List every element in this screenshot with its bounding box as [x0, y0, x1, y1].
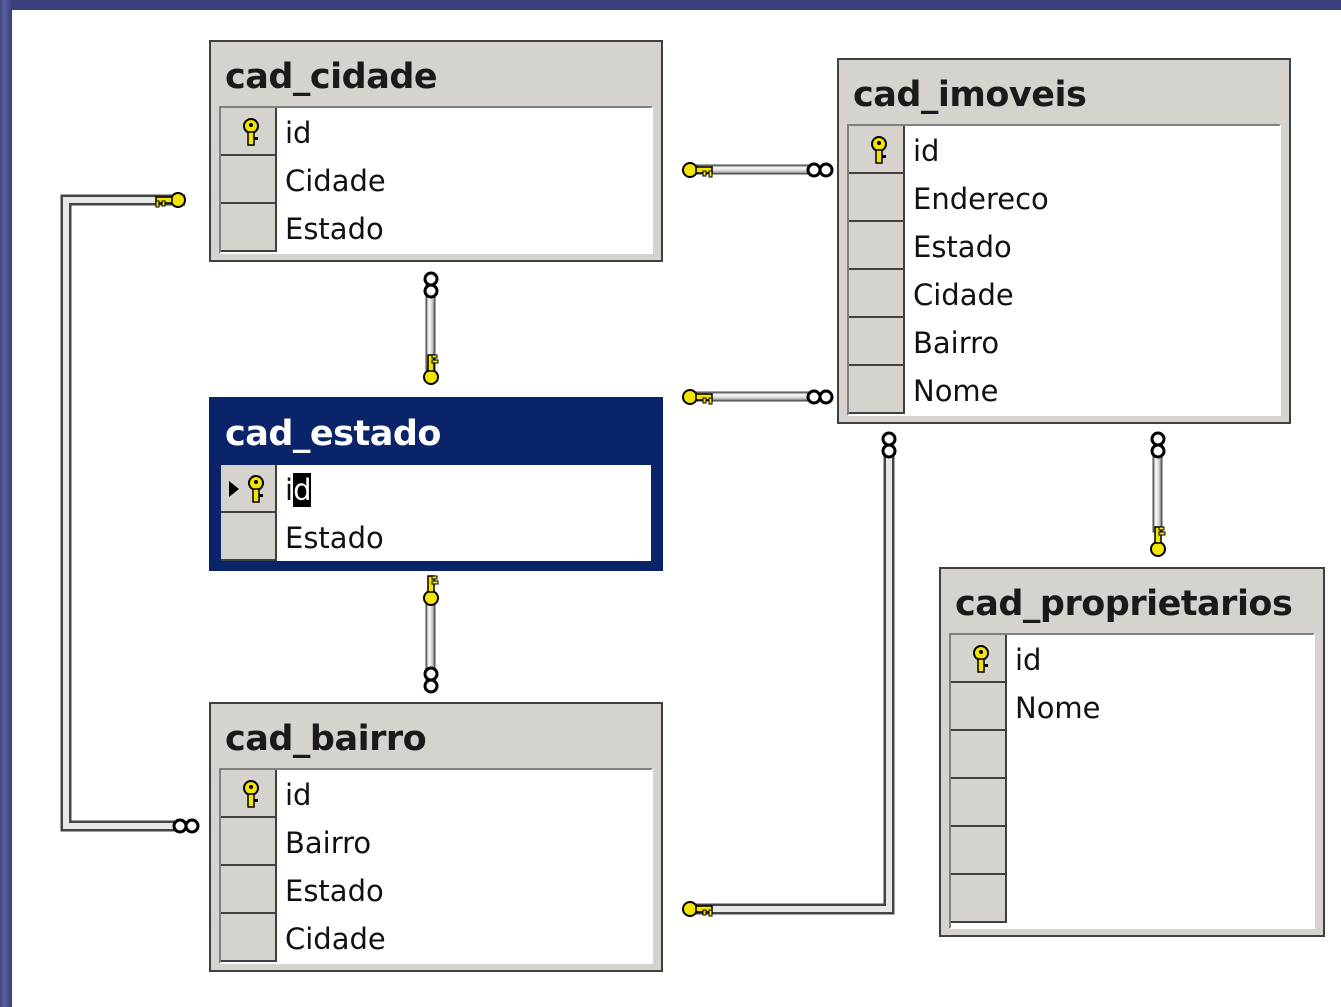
rel-cidade-imoveis[interactable] — [682, 162, 834, 178]
text-cursor: d — [293, 473, 312, 507]
field-grid: id Nome — [949, 633, 1315, 929]
field-name[interactable]: Estado — [913, 230, 1012, 264]
empty-row[interactable] — [951, 731, 1313, 779]
rel-bairro-imoveis[interactable] — [682, 431, 897, 917]
field-name[interactable]: Cidade — [285, 164, 386, 198]
rel-estado-bairro[interactable] — [423, 575, 439, 694]
field-row[interactable]: id — [221, 108, 651, 156]
field-name[interactable]: Endereco — [913, 182, 1049, 216]
primary-key-icon — [243, 780, 259, 808]
empty-row[interactable] — [951, 827, 1313, 875]
current-row-arrow-icon — [229, 481, 239, 497]
field-name-editing[interactable]: id — [285, 465, 312, 513]
rel-cidade-bairro[interactable] — [60, 192, 200, 834]
field-row[interactable]: Nome — [951, 683, 1313, 731]
empty-row[interactable] — [951, 779, 1313, 827]
field-row[interactable]: Cidade — [221, 914, 651, 962]
field-row[interactable]: Endereco — [849, 174, 1279, 222]
table-cad-cidade[interactable]: cad_cidade id Cidade Estado — [209, 40, 663, 262]
table-cad-imoveis[interactable]: cad_imoveis id Endereco Estado Cidade — [837, 58, 1291, 424]
table-title[interactable]: cad_estado — [225, 414, 441, 454]
table-title[interactable]: cad_bairro — [225, 719, 427, 759]
field-row[interactable]: Estado — [221, 866, 651, 914]
field-row[interactable]: Nome — [849, 366, 1279, 414]
field-name[interactable]: Nome — [1015, 691, 1101, 725]
field-grid: id Bairro Estado Cidade — [219, 768, 653, 964]
table-cad-bairro[interactable]: cad_bairro id Bairro Estado Cidade — [209, 702, 663, 972]
table-cad-proprietarios[interactable]: cad_proprietarios id Nome — [939, 567, 1325, 937]
rel-estado-cidade[interactable] — [423, 271, 439, 385]
field-row[interactable]: Bairro — [221, 818, 651, 866]
field-row[interactable]: id — [951, 635, 1313, 683]
field-name[interactable]: Estado — [285, 521, 384, 555]
field-grid: id Estado — [219, 463, 653, 563]
field-name[interactable]: Nome — [913, 374, 999, 408]
field-name[interactable]: id — [285, 116, 312, 150]
field-grid: id Cidade Estado — [219, 106, 653, 254]
field-name[interactable]: Estado — [285, 212, 384, 246]
field-name[interactable]: Cidade — [285, 922, 386, 956]
field-name[interactable]: Bairro — [913, 326, 1000, 360]
field-row[interactable]: Bairro — [849, 318, 1279, 366]
primary-key-icon — [243, 118, 259, 146]
field-name[interactable]: id — [285, 778, 312, 812]
field-name[interactable]: Cidade — [913, 278, 1014, 312]
field-row[interactable]: Cidade — [849, 270, 1279, 318]
rel-proprietarios-imoveis[interactable] — [1150, 431, 1166, 557]
primary-key-icon — [973, 645, 989, 673]
table-title[interactable]: cad_cidade — [225, 57, 438, 97]
empty-row[interactable] — [951, 875, 1313, 923]
field-grid: id Endereco Estado Cidade Bairro Nome — [847, 124, 1281, 416]
field-row[interactable]: id — [849, 126, 1279, 174]
field-name[interactable]: Bairro — [285, 826, 372, 860]
field-row[interactable]: Estado — [849, 222, 1279, 270]
field-name[interactable]: Estado — [285, 874, 384, 908]
field-row[interactable]: id — [221, 770, 651, 818]
field-name[interactable]: id — [1015, 643, 1042, 677]
field-name-part: i — [285, 473, 294, 507]
primary-key-icon — [871, 136, 887, 164]
field-row[interactable]: Estado — [221, 204, 651, 252]
field-name[interactable]: id — [913, 134, 940, 168]
primary-key-icon — [248, 475, 264, 503]
table-cad-estado[interactable]: cad_estado id Estado — [209, 397, 663, 571]
table-title[interactable]: cad_imoveis — [853, 75, 1087, 115]
table-title[interactable]: cad_proprietarios — [955, 584, 1293, 624]
field-row[interactable]: Cidade — [221, 156, 651, 204]
rel-estado-imoveis[interactable] — [682, 389, 834, 405]
field-row[interactable]: id — [221, 465, 651, 513]
field-row[interactable]: Estado — [221, 513, 651, 561]
